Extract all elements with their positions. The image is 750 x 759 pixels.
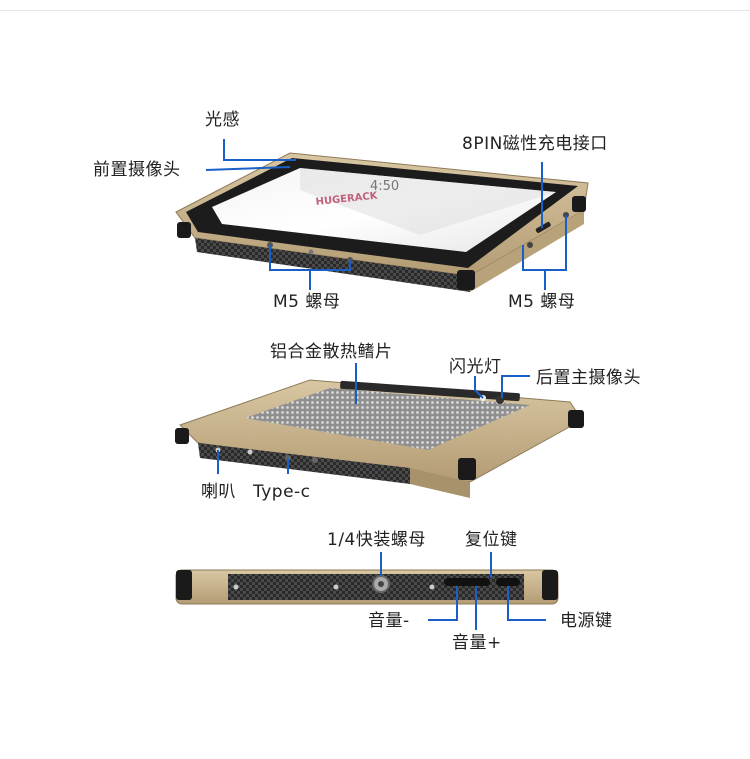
label-typec: Type-c [253, 482, 311, 502]
label-speaker: 喇叭 [201, 482, 236, 502]
tablet-front-view [175, 152, 589, 292]
view1-pointers [205, 139, 567, 290]
view2-pointers [217, 363, 530, 474]
tablet-side-view [175, 569, 559, 605]
label-power-key: 电源键 [560, 611, 613, 631]
label-volume-up: 音量+ [452, 633, 502, 653]
tablet-back-view [175, 379, 584, 498]
label-heatsink: 铝合金散热鳍片 [270, 342, 393, 362]
label-m5-nut-left: M5 螺母 [273, 292, 341, 312]
label-quick-mount-nut: 1/4快装螺母 [327, 530, 426, 550]
screen-time: 4:50 [370, 179, 399, 194]
label-volume-down: 音量- [368, 611, 410, 631]
label-m5-nut-right: M5 螺母 [508, 292, 576, 312]
label-flash: 闪光灯 [449, 357, 502, 377]
label-rear-camera: 后置主摄像头 [536, 368, 641, 388]
label-light-sensor: 光感 [205, 110, 240, 130]
top-divider [0, 10, 750, 11]
label-reset-key: 复位键 [465, 530, 518, 550]
label-magnetic-port: 8PIN磁性充电接口 [462, 134, 608, 154]
label-front-camera: 前置摄像头 [93, 160, 181, 180]
view3-pointers [380, 552, 546, 630]
